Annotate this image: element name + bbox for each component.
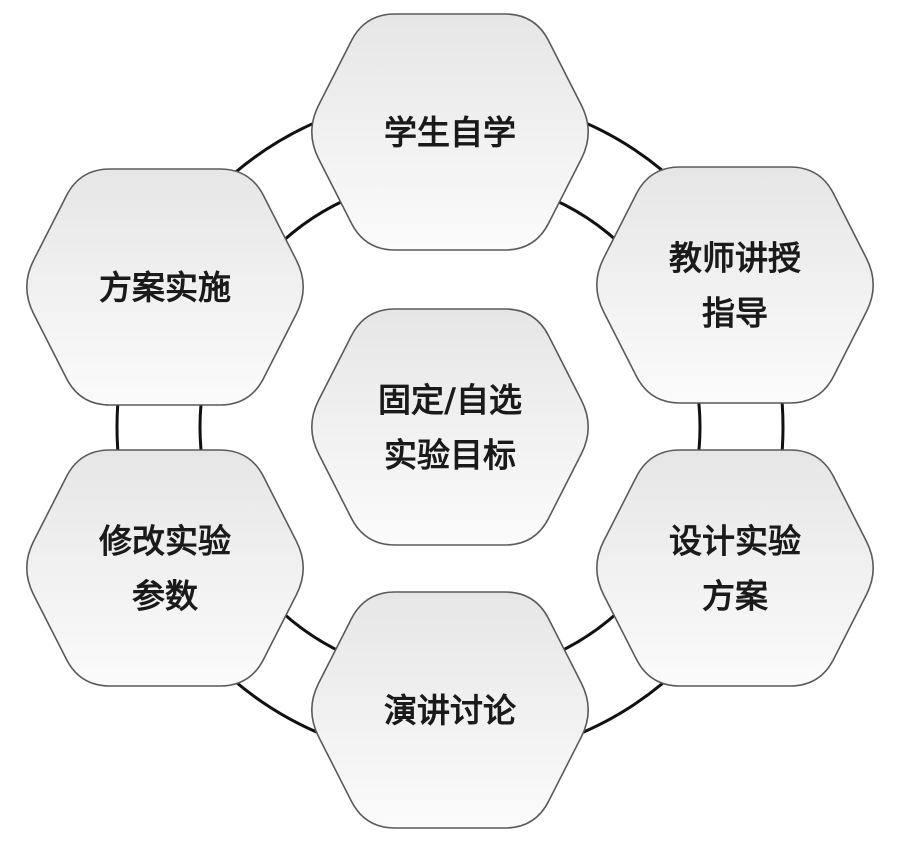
hexagon-label: 学生自学 bbox=[384, 113, 516, 152]
hexagon-label: 参数 bbox=[132, 577, 199, 616]
hexagon-label: 指导 bbox=[702, 294, 768, 333]
hexagon-shape bbox=[26, 449, 304, 687]
hexagon-label: 实验目标 bbox=[384, 436, 516, 475]
hexagon-label: 方案实施 bbox=[99, 268, 231, 307]
hexagon-shape bbox=[311, 591, 589, 829]
hexagon-shape bbox=[311, 308, 589, 546]
node-presentation-discussion: 演讲讨论 bbox=[311, 591, 589, 829]
hexagon-label: 教师讲授 bbox=[669, 239, 801, 278]
node-self-study: 学生自学 bbox=[311, 13, 589, 251]
hexagon-shape bbox=[596, 449, 874, 687]
hexagon-label: 方案 bbox=[702, 577, 769, 616]
hexagon-shape bbox=[596, 166, 874, 404]
hexagon-shape bbox=[311, 13, 589, 251]
hexagon-shape bbox=[26, 168, 304, 406]
hexagon-label: 固定/自选 bbox=[378, 381, 522, 420]
hexagon-label: 修改实验 bbox=[98, 522, 231, 561]
node-implement-plan: 方案实施 bbox=[26, 168, 304, 406]
hexagon-label: 演讲讨论 bbox=[384, 691, 517, 730]
hexagon-label: 设计实验 bbox=[669, 522, 801, 561]
